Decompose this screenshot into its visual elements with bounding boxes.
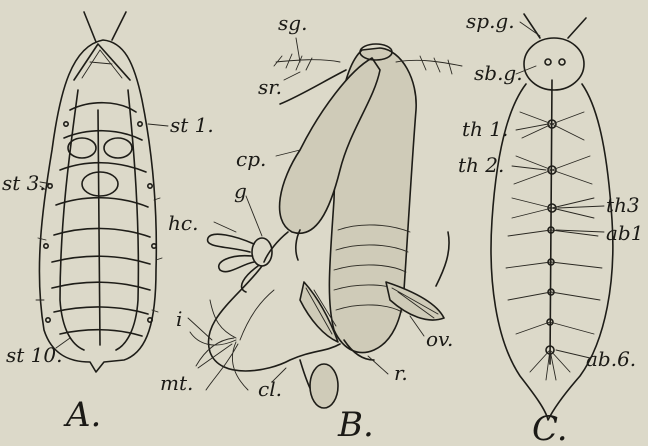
label-sbg: sb.g.	[474, 61, 523, 85]
label-ab1: ab1	[606, 221, 643, 245]
leader-st1	[148, 124, 168, 126]
panel-label-a: A.	[63, 395, 101, 435]
body-outline-a	[39, 40, 156, 372]
label-ab6: ab.6.	[586, 347, 636, 371]
leader-th1	[516, 124, 548, 130]
leader-ab6	[556, 350, 590, 358]
lateral-nerves	[506, 112, 602, 380]
trunk-middle-a	[98, 110, 100, 345]
label-i: i	[176, 307, 182, 331]
leader-g	[246, 196, 262, 236]
label-th1: th 1.	[462, 117, 508, 141]
colon	[310, 364, 338, 408]
malpighian-tubules	[190, 290, 274, 390]
label-st10: st 10.	[6, 343, 62, 367]
label-st1: st 1.	[170, 113, 214, 137]
label-r: r.	[394, 361, 408, 385]
leader-th2	[512, 166, 546, 170]
antenna-right-c	[568, 18, 586, 38]
leader-sg	[296, 38, 300, 62]
salivary-gland-left	[274, 54, 340, 70]
label-g: g	[234, 179, 247, 203]
leader-r	[368, 356, 388, 374]
antenna-left-a	[84, 12, 96, 42]
label-st3: st 3.	[2, 171, 46, 195]
leader-th3	[558, 206, 604, 208]
nerve-cord	[550, 80, 552, 364]
panel-label-b: B.	[337, 405, 374, 445]
label-sr: sr.	[258, 75, 282, 99]
figure-a	[36, 12, 168, 372]
label-th3: th3	[606, 193, 640, 217]
label-cp: cp.	[236, 147, 266, 171]
label-hc: hc.	[168, 211, 198, 235]
hepatic-caeca	[208, 234, 258, 292]
leader-hc	[214, 222, 236, 232]
label-spg: sp.g.	[466, 9, 515, 33]
label-cl: cl.	[258, 377, 282, 401]
label-sg: sg.	[278, 11, 307, 35]
figure-b	[188, 38, 462, 408]
label-th2: th 2.	[458, 153, 504, 177]
trunk-left-a	[60, 90, 84, 350]
leader-i	[188, 318, 212, 340]
antenna-right-a	[112, 12, 126, 40]
label-ov: ov.	[426, 327, 453, 351]
label-mt: mt.	[160, 371, 193, 395]
head-c	[524, 38, 584, 90]
panel-label-c: C.	[532, 409, 568, 446]
